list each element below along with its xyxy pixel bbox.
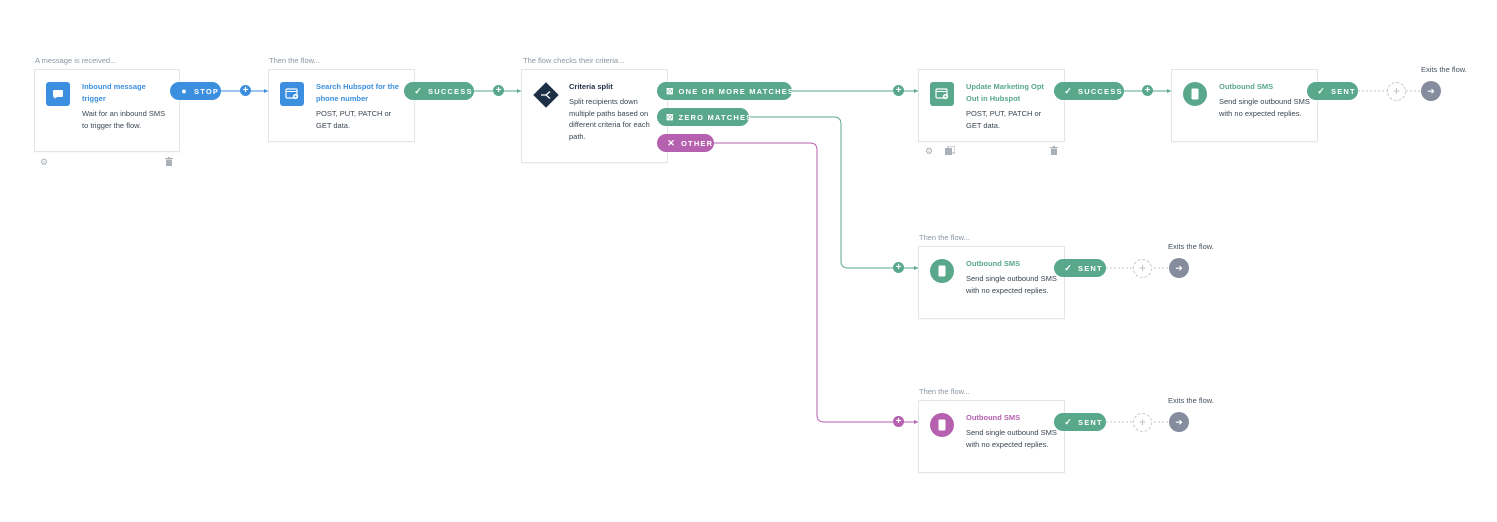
sent-label: SENT (1078, 417, 1103, 427)
add-step-button[interactable]: + (1142, 85, 1153, 96)
duplicate-icon[interactable] (945, 145, 956, 157)
phone-icon (930, 259, 954, 283)
exit-label: Exits the flow. (1421, 65, 1467, 74)
search-success-pill[interactable]: ✓ SUCCESS (404, 82, 474, 100)
branch-one-or-more-label: ONE OR MORE MATCHES (678, 86, 795, 96)
sms-sent-pill[interactable]: ✓ SENT (1054, 259, 1106, 277)
sms-title: Outbound SMS (966, 259, 1021, 268)
add-step-button[interactable]: + (493, 85, 504, 96)
check-icon: ✓ (1317, 85, 1325, 96)
search-description: POST, PUT, PATCH or GET data. (316, 109, 392, 130)
add-step-button[interactable]: + (893, 262, 904, 273)
add-step-button[interactable]: + (893, 85, 904, 96)
phone-icon (1183, 82, 1207, 106)
criteria-box-icon: ⊠ (666, 111, 674, 122)
trigger-title: Inbound message trigger (82, 82, 146, 103)
split-caption: The flow checks their criteria... (523, 56, 625, 65)
exit-label: Exits the flow. (1168, 396, 1214, 405)
exit-icon: ➜ (1169, 258, 1189, 278)
update-description: POST, PUT, PATCH or GET data. (966, 109, 1042, 130)
add-step-button[interactable]: + (1387, 82, 1406, 101)
outbound-sms-card[interactable]: Outbound SMS Send single outbound SMS wi… (1171, 69, 1318, 142)
success-label: SUCCESS (428, 86, 473, 96)
add-step-button[interactable]: + (1133, 413, 1152, 432)
check-icon: ✓ (1064, 262, 1072, 273)
exit-icon: ➜ (1421, 81, 1441, 101)
branch-zero-label: ZERO MATCHES (678, 112, 753, 122)
sms-title: Outbound SMS (1219, 82, 1274, 91)
branch-other-label: OTHER (681, 138, 714, 148)
close-icon: ✕ (667, 137, 675, 148)
branch-zero-matches-pill[interactable]: ⊠ ZERO MATCHES (657, 108, 751, 126)
chat-bubble-icon: ● (181, 86, 187, 96)
add-step-button[interactable]: + (240, 85, 251, 96)
stop-label: STOP (194, 86, 220, 96)
add-step-button[interactable]: + (1133, 259, 1152, 278)
settings-gear-icon[interactable]: ⚙ (40, 157, 49, 167)
sms-description: Send single outbound SMS with no expecte… (1219, 97, 1310, 118)
sent-label: SENT (1078, 263, 1103, 273)
sms-sent-pill[interactable]: ✓ SENT (1307, 82, 1358, 100)
search-caption: Then the flow... (269, 56, 320, 65)
success-label: SUCCESS (1078, 86, 1123, 96)
criteria-box-icon: ⊠ (666, 85, 674, 96)
exit-icon: ➜ (1169, 412, 1189, 432)
search-hubspot-card[interactable]: Search Hubspot for the phone number POST… (268, 69, 415, 142)
webhook-gear-icon (280, 82, 304, 106)
sms-sent-pill[interactable]: ✓ SENT (1054, 413, 1106, 431)
add-step-button[interactable]: + (893, 416, 904, 427)
split-description: Split recipients down multiple paths bas… (569, 97, 650, 141)
sms-description: Send single outbound SMS with no expecte… (966, 428, 1057, 449)
check-icon: ✓ (1064, 416, 1072, 427)
trigger-caption: A message is received... (35, 56, 117, 65)
outbound-sms-card[interactable]: Outbound SMS Send single outbound SMS wi… (918, 400, 1065, 473)
phone-icon (930, 413, 954, 437)
trigger-card[interactable]: Inbound message trigger Wait for an inbo… (34, 69, 180, 152)
trash-icon[interactable] (165, 157, 173, 168)
outbound-sms-card[interactable]: Outbound SMS Send single outbound SMS wi… (918, 246, 1065, 319)
sms-description: Send single outbound SMS with no expecte… (966, 274, 1057, 295)
sms-title: Outbound SMS (966, 413, 1021, 422)
zero-branch-caption: Then the flow... (919, 233, 970, 242)
split-title: Criteria split (569, 82, 613, 91)
sent-label: SENT (1331, 86, 1356, 96)
other-branch-caption: Then the flow... (919, 387, 970, 396)
settings-gear-icon[interactable]: ⚙ (925, 146, 934, 156)
trigger-description: Wait for an inbound SMS to trigger the f… (82, 109, 166, 130)
chat-bubble-icon (46, 82, 70, 106)
criteria-split-card[interactable]: Criteria split Split recipients down mul… (521, 69, 668, 163)
update-title: Update Marketing Opt Out in Hubspot (966, 82, 1044, 103)
exit-label: Exits the flow. (1168, 242, 1214, 251)
webhook-gear-icon (930, 82, 954, 106)
check-icon: ✓ (1064, 85, 1072, 96)
stop-output-pill[interactable]: ● STOP (170, 82, 221, 100)
split-arrows-icon (533, 82, 559, 108)
trash-icon[interactable] (1050, 146, 1058, 157)
update-marketing-card[interactable]: Update Marketing Opt Out in Hubspot POST… (918, 69, 1065, 142)
branch-other-pill[interactable]: ✕ OTHER (657, 134, 714, 152)
check-icon: ✓ (414, 85, 422, 96)
search-title: Search Hubspot for the phone number (316, 82, 399, 103)
branch-one-or-more-pill[interactable]: ⊠ ONE OR MORE MATCHES (657, 82, 795, 100)
update-success-pill[interactable]: ✓ SUCCESS (1054, 82, 1124, 100)
